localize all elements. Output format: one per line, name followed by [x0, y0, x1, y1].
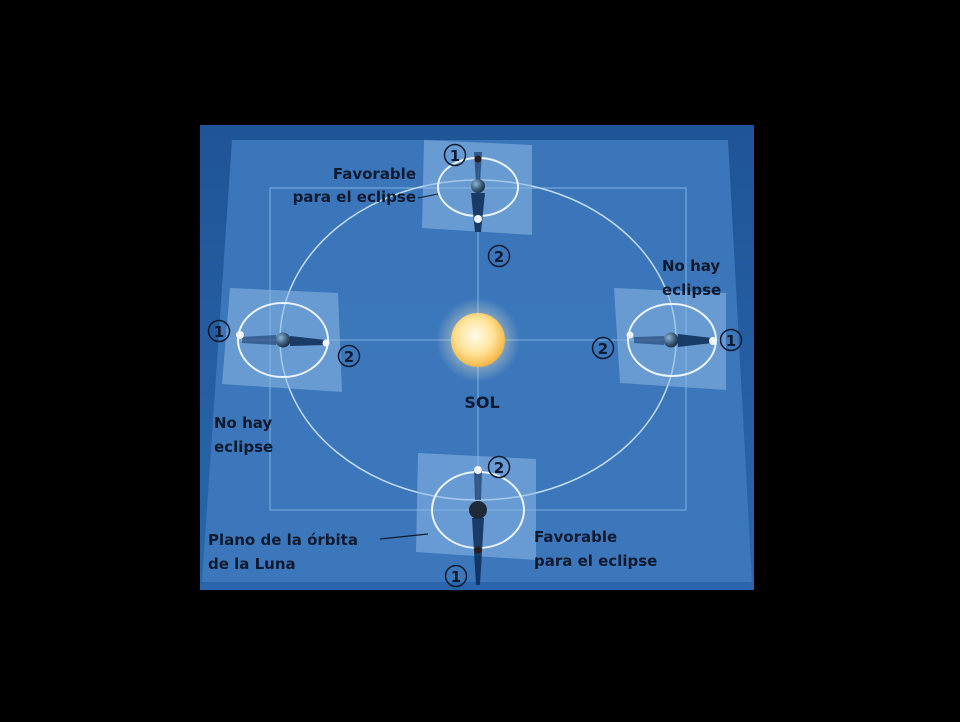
sun-icon: [451, 313, 505, 367]
label-right-no-eclipse-2: eclipse: [662, 281, 721, 299]
label-bottom-favorable-2: para el eclipse: [534, 552, 657, 570]
marker-left-2-label: 2: [344, 348, 354, 366]
earth-icon-top: [471, 179, 485, 193]
earth-icon-bottom: [469, 501, 487, 519]
label-moon-orbit-plane-2: de la Luna: [208, 555, 296, 573]
label-top-favorable-1: Favorable: [333, 165, 416, 183]
moon-icon-top-2: [474, 215, 482, 223]
marker-right-1-label: 1: [726, 332, 736, 350]
label-left-no-eclipse-2: eclipse: [214, 438, 273, 456]
marker-top-2-label: 2: [494, 248, 504, 266]
marker-bottom-2-label: 2: [494, 459, 504, 477]
marker-bottom-1-label: 1: [451, 568, 461, 586]
sun-label: SOL: [464, 393, 499, 412]
moon-icon-top-1: [475, 156, 482, 163]
moon-icon-right-2: [627, 332, 634, 339]
moon-icon-left-1: [236, 331, 244, 339]
earth-icon-right: [664, 333, 679, 348]
label-left-no-eclipse-1: No hay: [214, 414, 272, 432]
moon-icon-bottom-1: [475, 547, 482, 554]
moon-icon-bottom-2: [474, 466, 482, 474]
marker-right-2-label: 2: [598, 340, 608, 358]
moon-icon-right-1: [709, 337, 717, 345]
moon-icon-left-2: [323, 340, 330, 347]
marker-left-1-label: 1: [214, 323, 224, 341]
label-top-favorable-2: para el eclipse: [293, 188, 416, 206]
label-moon-orbit-plane-1: Plano de la órbita: [208, 531, 358, 549]
earth-shadow-bottom-up: [474, 470, 482, 500]
label-right-no-eclipse-1: No hay: [662, 257, 720, 275]
marker-top-1-label: 1: [450, 147, 460, 165]
earth-icon-left: [276, 333, 291, 348]
label-bottom-favorable-1: Favorable: [534, 528, 617, 546]
